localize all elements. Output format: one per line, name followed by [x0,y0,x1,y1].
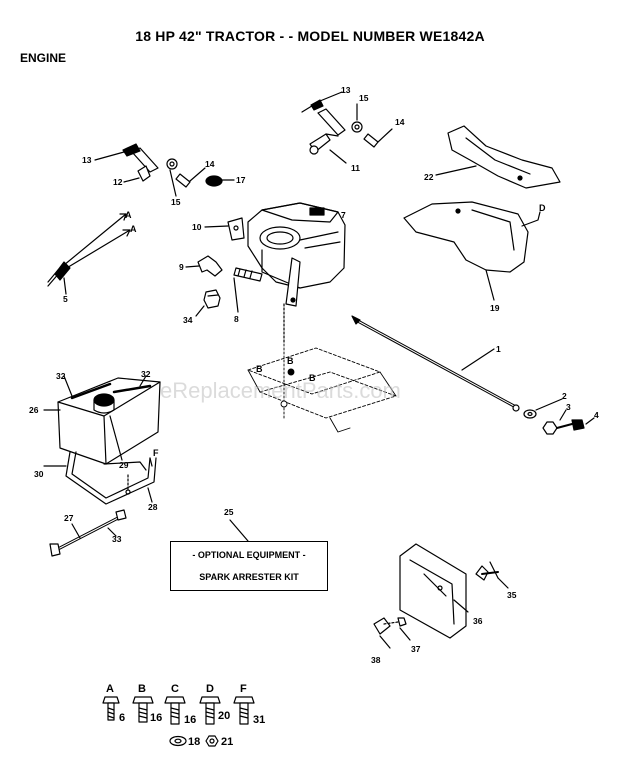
fuel-hose-27-part [49,509,127,557]
callout-37: 37 [411,644,421,654]
ref-F: F [153,448,159,458]
callout-26: 26 [29,405,39,415]
legend-number-A: 6 [119,712,125,724]
callout-5: 5 [63,294,68,304]
bolt-B-icon [132,696,154,723]
callout-35: 35 [507,590,517,600]
bolt-D-icon [199,696,221,725]
callout-13-top: 13 [341,85,351,95]
engine-part [247,202,346,345]
reference-letters: A A B B B D F [125,203,546,458]
callout-3: 3 [566,402,571,412]
callout-19: 19 [490,303,500,313]
cables-5-part [47,213,131,295]
callout-12: 12 [113,177,123,187]
callout-2: 2 [562,391,567,401]
legend-letter-D: D [206,683,214,695]
callout-11: 11 [351,163,360,173]
callout-14-top: 14 [395,117,405,127]
hardware-bolts-legend [102,696,255,747]
callout-38: 38 [371,655,381,665]
spark-arrester-kit-label: SPARK ARRESTER KIT [199,572,299,582]
dipstick-tube-1-part [351,315,520,412]
nut-21-icon [205,735,219,747]
legend-number-C: 16 [184,714,196,726]
ref-B-mid: B [287,356,294,366]
legend-letter-F: F [240,683,247,695]
callout-29: 29 [119,460,129,470]
baffle-22-part [435,125,561,189]
bolt-A-icon [102,696,120,721]
callout-32-right: 32 [141,369,151,379]
linkage-upper-part [301,91,393,164]
callout-32-left: 32 [56,371,66,381]
tank-bracket-28-part [43,451,157,505]
callout-13-left: 13 [82,155,92,165]
callout-14-left: 14 [205,159,215,169]
callout-28: 28 [148,502,158,512]
callout-17: 17 [236,175,246,185]
hardware-legend: A B C D F 6 16 16 20 31 18 21 [106,683,265,748]
callout-8: 8 [234,314,239,324]
callout-15-top: 15 [359,93,369,103]
bolt-35-part [475,561,509,589]
callout-25: 25 [224,507,234,517]
optional-equipment-box: - OPTIONAL EQUIPMENT - SPARK ARRESTER KI… [170,541,328,591]
callout-1: 1 [496,344,501,354]
callout-labels: 1 2 3 4 5 7 8 9 10 11 12 13 13 14 14 15 … [29,85,599,665]
spark-kit-leader [229,519,249,542]
baffle-19-part [403,201,541,301]
callout-22: 22 [424,172,434,182]
clip-38-nut-37-part [373,617,411,649]
callout-15-left: 15 [171,197,181,207]
watermark-text: eReplacementParts.com [160,378,401,403]
plate-36-part [399,543,469,639]
ref-A-upper: A [125,210,132,220]
legend-letter-A: A [106,683,114,695]
ref-B-right: B [309,373,316,383]
legend-number-18: 18 [188,736,200,748]
bolt-C-icon [164,696,186,725]
optional-equipment-label: - OPTIONAL EQUIPMENT - [192,550,306,560]
callout-33: 33 [112,534,122,544]
callout-7: 7 [341,210,346,220]
washer-18-icon [169,735,187,747]
callout-10: 10 [192,222,202,232]
legend-number-F: 31 [253,714,265,726]
fuel-tank-26-part [43,375,161,465]
oil-drain-part [185,255,263,313]
ref-A-lower: A [130,224,137,234]
washers-2-3-4-part [523,398,595,435]
chassis-plate-part [247,343,397,433]
callout-34: 34 [183,315,193,325]
legend-letter-C: C [171,683,179,695]
linkage-left-part [94,143,235,197]
ref-D: D [539,203,546,213]
legend-number-D: 20 [218,710,230,722]
bracket-10-part [204,217,245,241]
callout-36: 36 [473,616,483,626]
callout-30: 30 [34,469,44,479]
legend-letter-B: B [138,683,146,695]
section-label: ENGINE [20,51,67,65]
ref-B-left: B [256,364,263,374]
page-title: 18 HP 42" TRACTOR - - MODEL NUMBER WE184… [135,28,485,44]
bolt-F-icon [233,696,255,725]
legend-number-21: 21 [221,736,233,748]
cap-34-part [195,289,221,317]
callout-9: 9 [179,262,184,272]
callout-4: 4 [594,410,599,420]
callout-27: 27 [64,513,74,523]
legend-number-B: 16 [150,712,162,724]
